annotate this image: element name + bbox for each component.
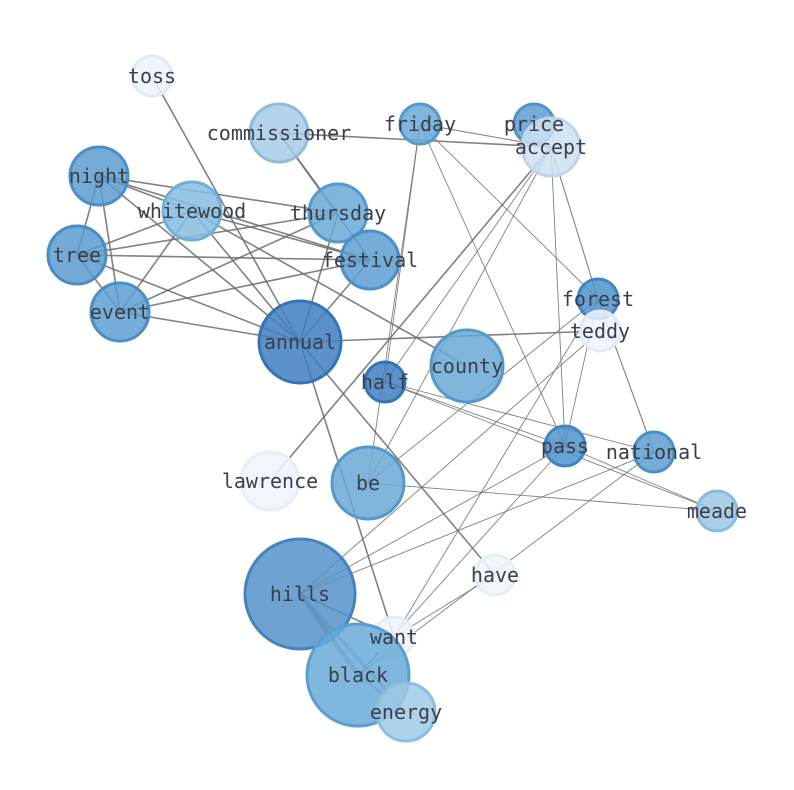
node-label-event: event xyxy=(90,300,150,324)
edge-friday-forest xyxy=(419,123,599,300)
node-label-half: half xyxy=(361,370,409,394)
edge-night-thursday xyxy=(98,175,339,214)
node-annual[interactable] xyxy=(257,299,343,385)
edge-national-hills xyxy=(299,451,655,595)
edge-accept-pass xyxy=(550,146,566,447)
node-label-commissioner: commissioner xyxy=(207,121,352,145)
edge-tree-festival xyxy=(76,254,371,261)
node-have[interactable] xyxy=(473,553,517,597)
edge-annual-have xyxy=(299,341,496,576)
node-label-hills: hills xyxy=(270,582,330,606)
node-label-have: have xyxy=(471,563,519,587)
node-label-forest: forest xyxy=(562,287,634,311)
edge-be-meade xyxy=(367,482,718,512)
node-layer xyxy=(46,54,739,743)
edge-friday-pass xyxy=(419,123,566,447)
node-label-thursday: thursday xyxy=(290,201,386,225)
node-tree[interactable] xyxy=(46,224,108,286)
node-label-teddy: teddy xyxy=(570,319,630,343)
node-label-lawrence: lawrence xyxy=(222,469,318,493)
node-label-accept: accept xyxy=(515,135,587,159)
node-label-black: black xyxy=(328,663,388,687)
edge-accept-be xyxy=(367,146,552,484)
edge-pass-meade xyxy=(564,445,718,512)
node-national[interactable] xyxy=(632,430,676,474)
node-night[interactable] xyxy=(68,145,130,207)
node-friday[interactable] xyxy=(398,102,442,146)
edge-whitewood-county xyxy=(191,210,468,367)
edge-thursday-event xyxy=(119,212,339,313)
node-commissioner[interactable] xyxy=(248,102,310,164)
edge-half-national xyxy=(384,381,655,453)
node-lawrence[interactable] xyxy=(239,450,301,512)
node-energy[interactable] xyxy=(375,681,437,743)
node-county[interactable] xyxy=(429,328,505,404)
edge-friday-be xyxy=(367,123,421,484)
node-thursday[interactable] xyxy=(307,182,369,244)
node-label-night: night xyxy=(69,164,129,188)
edge-forest-want xyxy=(393,298,599,638)
node-festival[interactable] xyxy=(339,229,401,291)
node-label-annual: annual xyxy=(264,330,336,354)
node-label-friday: friday xyxy=(384,112,456,136)
edge-toss-annual xyxy=(151,75,301,343)
node-pass[interactable] xyxy=(543,424,587,468)
edge-teddy-hills xyxy=(299,330,601,595)
node-label-price: price xyxy=(504,112,564,136)
node-label-meade: meade xyxy=(687,499,747,523)
node-half[interactable] xyxy=(363,360,407,404)
node-label-whitewood: whitewood xyxy=(138,199,246,223)
node-label-want: want xyxy=(370,625,418,649)
node-event[interactable] xyxy=(89,281,151,343)
edge-night-festival xyxy=(98,175,371,261)
edge-accept-half xyxy=(384,146,552,383)
node-teddy[interactable] xyxy=(578,309,622,353)
node-label-county: county xyxy=(431,354,503,378)
node-label-be: be xyxy=(356,471,380,495)
node-meade[interactable] xyxy=(695,489,739,533)
node-hills[interactable] xyxy=(243,537,357,651)
node-label-festival: festival xyxy=(322,248,418,272)
edge-friday-half xyxy=(384,123,421,383)
node-toss[interactable] xyxy=(130,54,174,98)
edge-night-annual xyxy=(98,175,301,343)
edge-festival-event xyxy=(119,259,371,313)
node-accept[interactable] xyxy=(520,116,582,178)
node-label-energy: energy xyxy=(370,700,442,724)
node-label-tree: tree xyxy=(53,243,101,267)
node-label-toss: toss xyxy=(128,64,176,88)
edge-half-pass xyxy=(384,381,566,447)
edge-whitewood-festival xyxy=(191,210,371,261)
edge-accept-lawrence xyxy=(269,146,552,482)
node-label-national: national xyxy=(606,440,702,464)
node-be[interactable] xyxy=(330,445,406,521)
node-label-pass: pass xyxy=(541,434,589,458)
node-whitewood[interactable] xyxy=(161,180,223,242)
